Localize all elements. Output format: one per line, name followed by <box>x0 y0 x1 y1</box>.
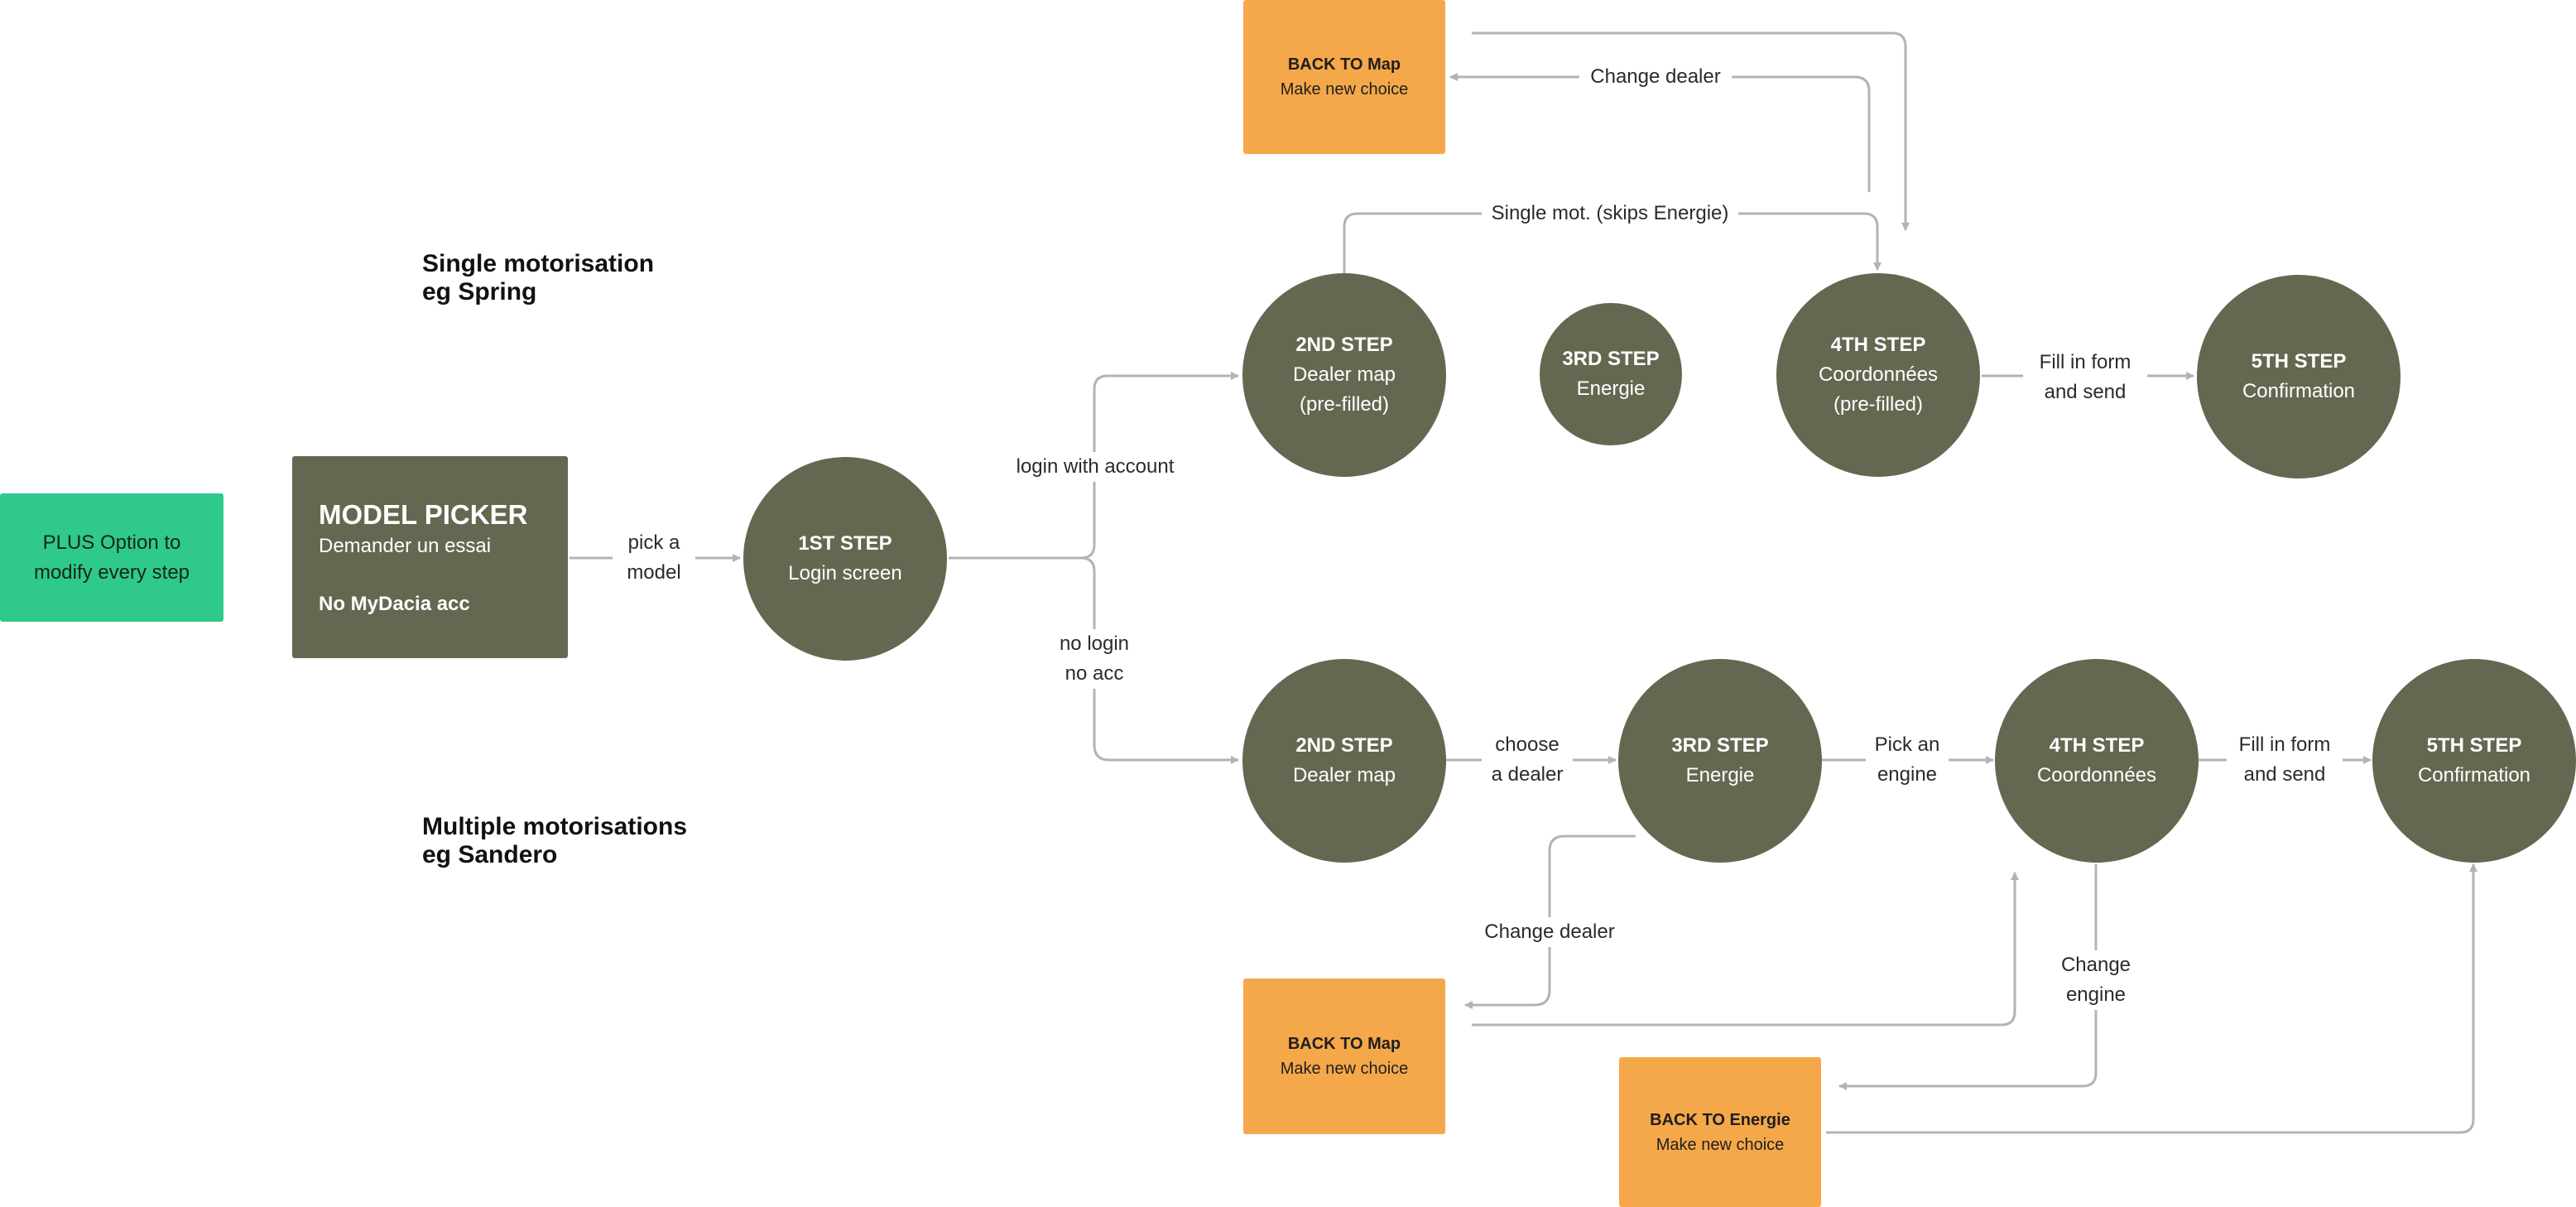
back-energie-subtitle: Make new choice <box>1656 1135 1785 1154</box>
label-change-dealer-bottom: Change dealer <box>1475 917 1624 947</box>
top-coordonnees-line1: Coordonnées <box>1818 363 1939 386</box>
top-dealer-map-line1: Dealer map <box>1292 363 1396 386</box>
top-confirmation-title: 5TH STEP <box>2251 350 2347 373</box>
edge-login-to-bottom-dealer <box>1080 556 1239 764</box>
change-engine-line1: Change <box>2060 954 2131 976</box>
no-login-line1: no login <box>1059 632 1130 655</box>
label-change-dealer-top: Change dealer <box>1579 62 1732 92</box>
multi-heading-line2: eg Sandero <box>422 841 558 868</box>
edge-back-energie-to-confirmation <box>1826 863 2477 1134</box>
label-single-mot: Single mot. (skips Energie) <box>1482 199 1738 228</box>
label-pick-a-model: pick a model <box>613 528 695 588</box>
bottom-energie-title: 3RD STEP <box>1671 734 1769 757</box>
plus-option-box[interactable]: PLUS Option to modify every step <box>0 493 223 622</box>
pick-model-line2: model <box>627 561 681 584</box>
top-confirmation-node[interactable]: 5TH STEP Confirmation <box>2197 275 2401 478</box>
model-picker-subtitle: Demander un essai <box>319 535 492 557</box>
top-coordonnees-line2: (pre-filled) <box>1833 393 1924 416</box>
top-energie-subtitle: Energie <box>1576 377 1646 400</box>
model-picker-note: No MyDacia acc <box>319 593 470 615</box>
bottom-back-map-title: BACK TO Map <box>1287 1035 1401 1053</box>
label-no-login: no login no acc <box>1051 629 1137 689</box>
label-login-with-account: login with account <box>1008 452 1182 482</box>
fill-form-bottom-line1: Fill in form <box>2238 733 2331 756</box>
login-step-title: 1ST STEP <box>798 532 892 555</box>
top-dealer-map-line2: (pre-filled) <box>1299 393 1390 416</box>
edge-top-back-map-to-coordonnees <box>1472 31 1910 231</box>
label-fill-form-bottom: Fill in form and send <box>2227 730 2343 790</box>
label-pick-an-engine: Pick an engine <box>1866 730 1949 790</box>
pick-engine-line1: Pick an <box>1874 733 1940 756</box>
bottom-coordonnees-subtitle: Coordonnées <box>2036 764 2157 786</box>
label-change-engine: Change engine <box>2055 950 2137 1010</box>
bottom-back-to-map-box[interactable]: BACK TO Map Make new choice <box>1243 979 1445 1134</box>
fill-form-top-line1: Fill in form <box>2039 351 2131 373</box>
pick-engine-line2: engine <box>1877 763 1938 786</box>
model-picker-box[interactable]: MODEL PICKER Demander un essai No MyDaci… <box>292 456 568 658</box>
single-motorisation-heading: Single motorisation eg Spring <box>422 250 654 306</box>
bottom-confirmation-node[interactable]: 5TH STEP Confirmation <box>2372 659 2576 863</box>
bottom-dealer-map-subtitle: Dealer map <box>1292 764 1396 786</box>
bottom-back-map-subtitle: Make new choice <box>1280 1060 1409 1078</box>
label-choose-a-dealer: choose a dealer <box>1482 730 1573 790</box>
bottom-dealer-map-title: 2ND STEP <box>1295 734 1393 757</box>
multiple-motorisations-heading: Multiple motorisations eg Sandero <box>422 813 687 869</box>
top-back-map-title: BACK TO Map <box>1287 55 1401 74</box>
single-heading-line2: eg Spring <box>422 278 537 305</box>
single-heading-line1: Single motorisation <box>422 250 655 277</box>
choose-dealer-line1: choose <box>1495 733 1560 756</box>
top-energie-node[interactable]: 3RD STEP Energie <box>1540 303 1682 445</box>
choose-dealer-line2: a dealer <box>1491 763 1564 786</box>
multi-heading-line1: Multiple motorisations <box>422 813 688 840</box>
top-coordonnees-title: 4TH STEP <box>1830 334 1926 356</box>
bottom-confirmation-title: 5TH STEP <box>2426 734 2522 757</box>
back-to-energie-box[interactable]: BACK TO Energie Make new choice <box>1619 1057 1821 1207</box>
bottom-dealer-map-node[interactable]: 2ND STEP Dealer map <box>1242 659 1446 863</box>
plus-option-line2: modify every step <box>33 560 190 584</box>
top-confirmation-subtitle: Confirmation <box>2242 380 2356 402</box>
bottom-energie-node[interactable]: 3RD STEP Energie <box>1618 659 1822 863</box>
bottom-energie-subtitle: Energie <box>1685 764 1755 786</box>
label-fill-form-top: Fill in form and send <box>2023 348 2147 407</box>
login-step-node[interactable]: 1ST STEP Login screen <box>743 457 947 661</box>
pick-model-line1: pick a <box>627 531 680 554</box>
model-picker-title: MODEL PICKER <box>319 499 528 530</box>
top-back-map-subtitle: Make new choice <box>1280 80 1409 99</box>
bottom-confirmation-subtitle: Confirmation <box>2417 764 2531 786</box>
fill-form-top-line2: and send <box>2044 381 2127 403</box>
top-dealer-map-node[interactable]: 2ND STEP Dealer map (pre-filled) <box>1242 273 1446 477</box>
back-energie-title: BACK TO Energie <box>1650 1110 1790 1129</box>
top-dealer-map-title: 2ND STEP <box>1295 334 1393 356</box>
fill-form-bottom-line2: and send <box>2243 763 2326 786</box>
edge-login-to-top-dealer <box>1080 372 1239 560</box>
top-back-to-map-box[interactable]: BACK TO Map Make new choice <box>1243 0 1445 154</box>
edge-change-engine <box>1838 864 2098 1090</box>
top-coordonnees-node[interactable]: 4TH STEP Coordonnées (pre-filled) <box>1776 273 1980 477</box>
change-engine-line2: engine <box>2065 983 2127 1006</box>
edge-bottom-back-map-to-coordonnees <box>1472 872 2019 1027</box>
bottom-coordonnees-node[interactable]: 4TH STEP Coordonnées <box>1995 659 2199 863</box>
bottom-coordonnees-title: 4TH STEP <box>2049 734 2145 757</box>
top-energie-title: 3RD STEP <box>1562 348 1660 370</box>
login-step-subtitle: Login screen <box>788 562 902 584</box>
no-login-line2: no acc <box>1065 662 1124 685</box>
plus-option-line1: PLUS Option to <box>42 531 181 554</box>
edge-top-change-dealer <box>1449 73 1871 192</box>
